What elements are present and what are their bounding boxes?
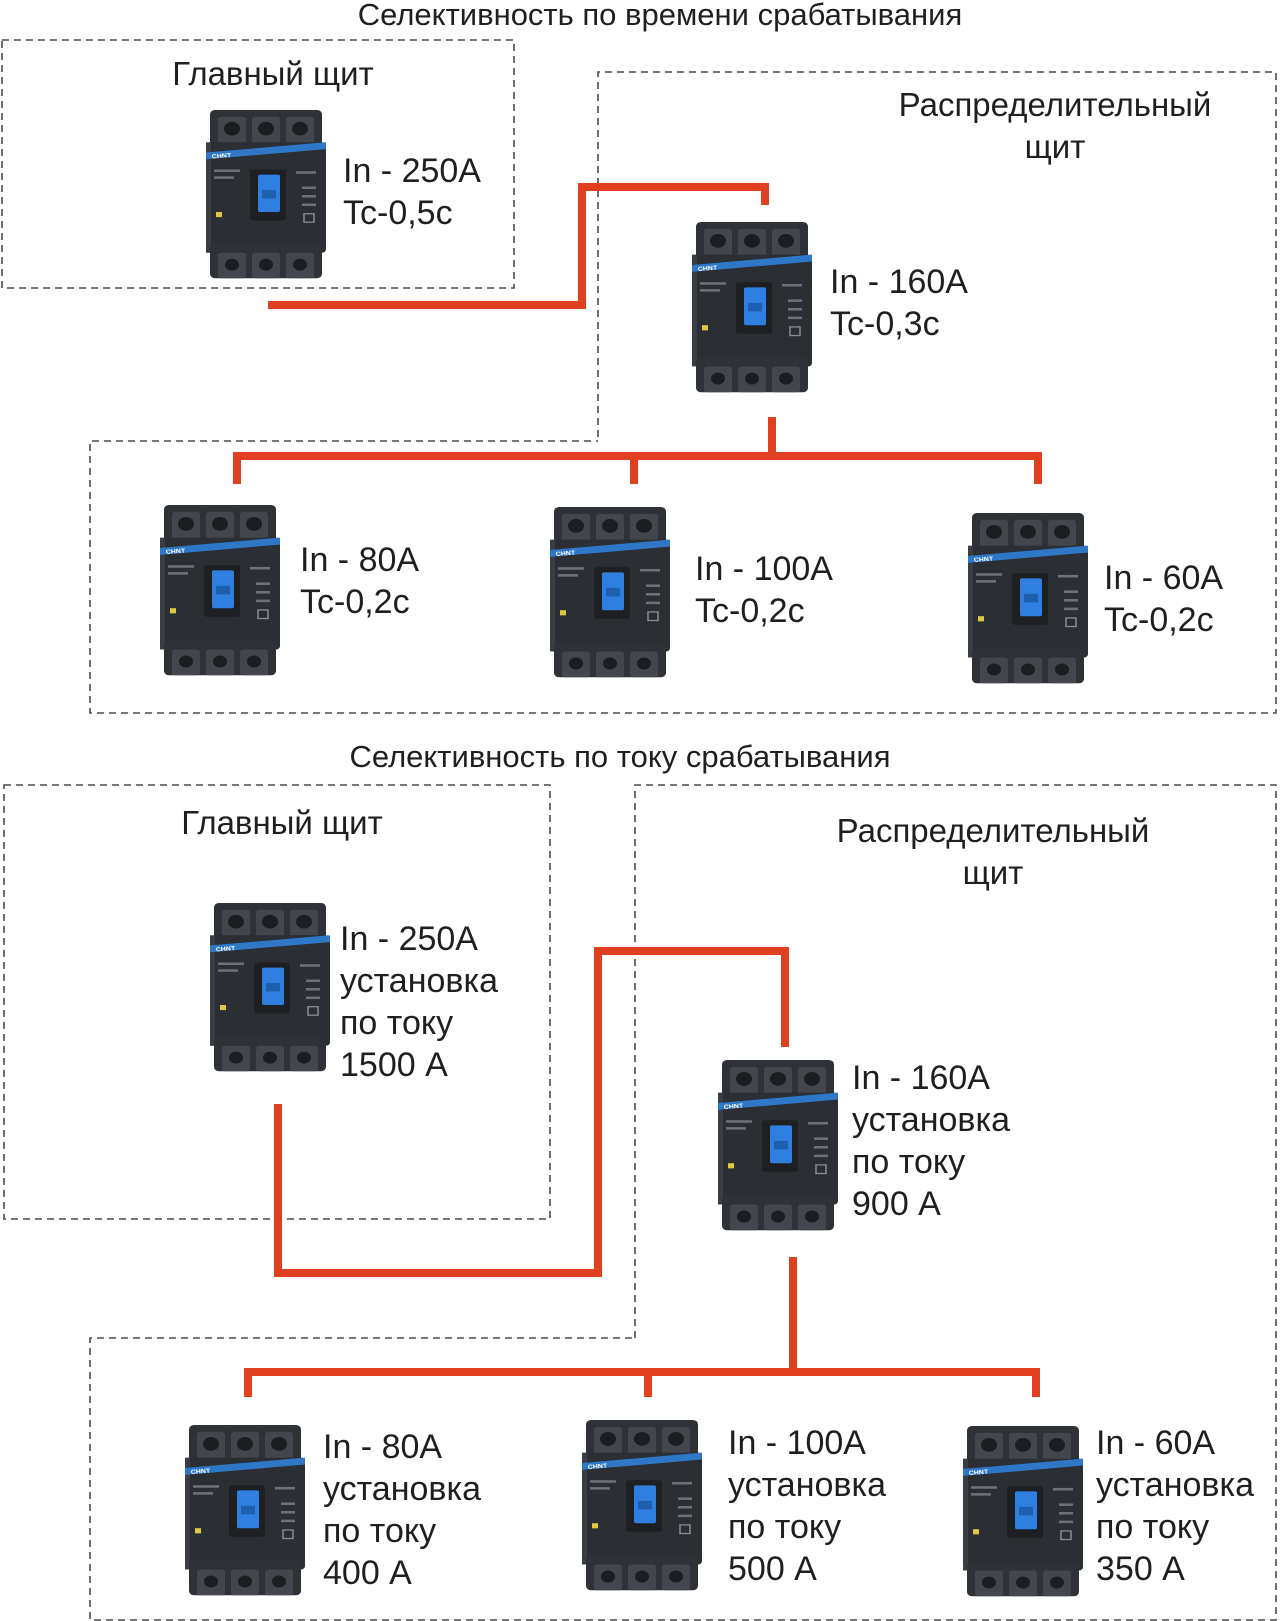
current-out1-breaker-rating: In - 80A [323,1428,442,1466]
time-out1-breaker [159,504,281,677]
time-out2-breaker [549,506,671,679]
current-dist-panel-label: Распределительный [837,812,1150,849]
time-dist-panel-border [89,71,1277,714]
time-dist-breaker-delay: Tc-0,3c [830,305,940,343]
current-dist-breaker [717,1059,839,1232]
current-out3-breaker-setting: установка [1096,1466,1254,1504]
time-dist-breaker-rating: In - 160A [830,263,968,301]
current-outgoing-bus-wire [244,1368,1040,1397]
current-out3-breaker [962,1425,1084,1598]
current-out1-breaker-trip: 400 А [323,1554,412,1592]
current-dist-breaker-trip: 900 А [852,1185,941,1223]
time-out3-breaker-delay: Tc-0,2c [1104,601,1214,639]
time-main-to-dist-wire [268,183,769,309]
current-main-breaker [209,902,331,1073]
current-dist-breaker-rating: In - 160A [852,1059,990,1097]
time-out1-breaker-delay: Tc-0,2c [300,583,410,621]
time-main-breaker-rating: In - 250A [343,152,481,190]
time-out2-breaker-rating: In - 100A [695,550,833,588]
time-out3-breaker-rating: In - 60A [1104,559,1223,597]
current-out2-breaker-setting: установка [728,1466,886,1504]
current-out2-breaker [581,1419,703,1592]
time-out2-breaker-delay: Tc-0,2c [695,592,805,630]
time-out3-breaker [967,512,1089,685]
time-out1-breaker-rating: In - 80A [300,541,419,579]
current-dist-panel-border [89,784,1277,1621]
time-main-breaker-delay: Tc-0,5c [343,194,453,232]
current-out2-breaker-trip: 500 А [728,1550,817,1588]
time-section-title: Селективность по времени срабатывания [358,0,963,32]
current-out2-breaker-rating: In - 100A [728,1424,866,1462]
current-out1-breaker [184,1424,306,1597]
current-main-panel-label: Главный щит [181,804,382,841]
current-out3-breaker-rating: In - 60A [1096,1424,1215,1462]
current-main-to-dist-wire [274,947,789,1277]
current-main-breaker-setting: по току [340,1004,453,1042]
current-main-breaker-trip: 1500 А [340,1046,448,1084]
time-dist-panel-label: щит [1025,128,1086,165]
current-out1-breaker-setting: по току [323,1512,436,1550]
time-main-panel-border [1,39,515,289]
current-out3-breaker-setting: по току [1096,1508,1209,1546]
current-out1-breaker-setting: установка [323,1470,481,1508]
current-out2-breaker-setting: по току [728,1508,841,1546]
current-dist-breaker-setting: по току [852,1143,965,1181]
current-section-title: Селективность по току срабатывания [349,739,890,774]
time-dist-panel-label: Распределительный [899,86,1212,123]
time-main-panel-label: Главный щит [172,55,373,92]
current-out3-breaker-trip: 350 А [1096,1550,1185,1588]
time-dist-breaker [691,221,813,394]
current-dist-panel-label: щит [963,854,1024,891]
current-dist-breaker-setting: установка [852,1101,1010,1139]
current-main-breaker-setting: установка [340,962,498,1000]
time-main-breaker [205,109,327,280]
current-main-breaker-rating: In - 250A [340,920,478,958]
